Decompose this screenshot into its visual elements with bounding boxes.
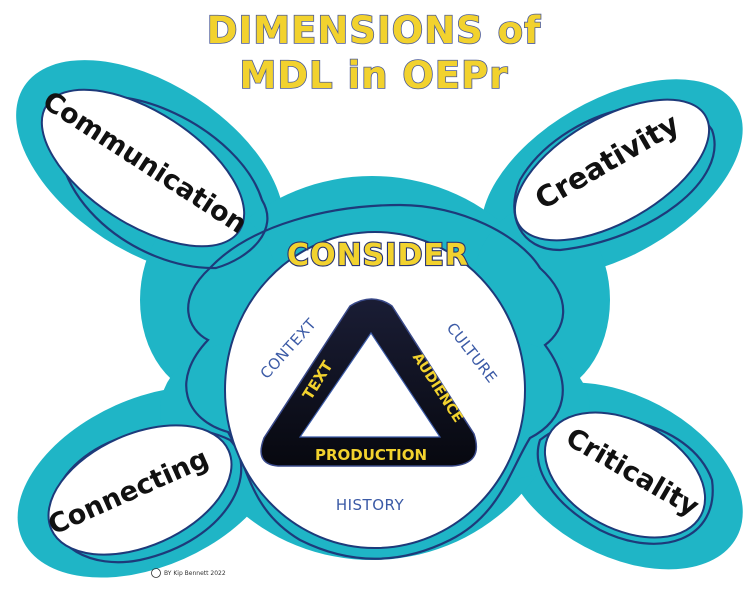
petal-interiors [40,88,711,556]
diagram-title: DIMENSIONS of MDL in OEPr [206,8,541,98]
credit-text: BY Kip Bennett 2022 [164,570,226,577]
petal-criticality [543,411,707,539]
consider-heading: CONSIDER [287,238,469,273]
triangle-production: PRODUCTION [315,446,427,464]
cc-icon [151,568,161,578]
word-history: HISTORY [336,496,405,514]
petal-connecting [47,424,233,556]
credit-mark: BY Kip Bennett 2022 [151,568,226,578]
petal-communication [40,88,246,248]
triangle-inner [298,331,442,438]
title-line-2: MDL in OEPr [240,54,509,97]
petal-creativity [513,98,711,242]
core-triangle [260,298,478,467]
title-line-1: DIMENSIONS of [207,9,541,52]
